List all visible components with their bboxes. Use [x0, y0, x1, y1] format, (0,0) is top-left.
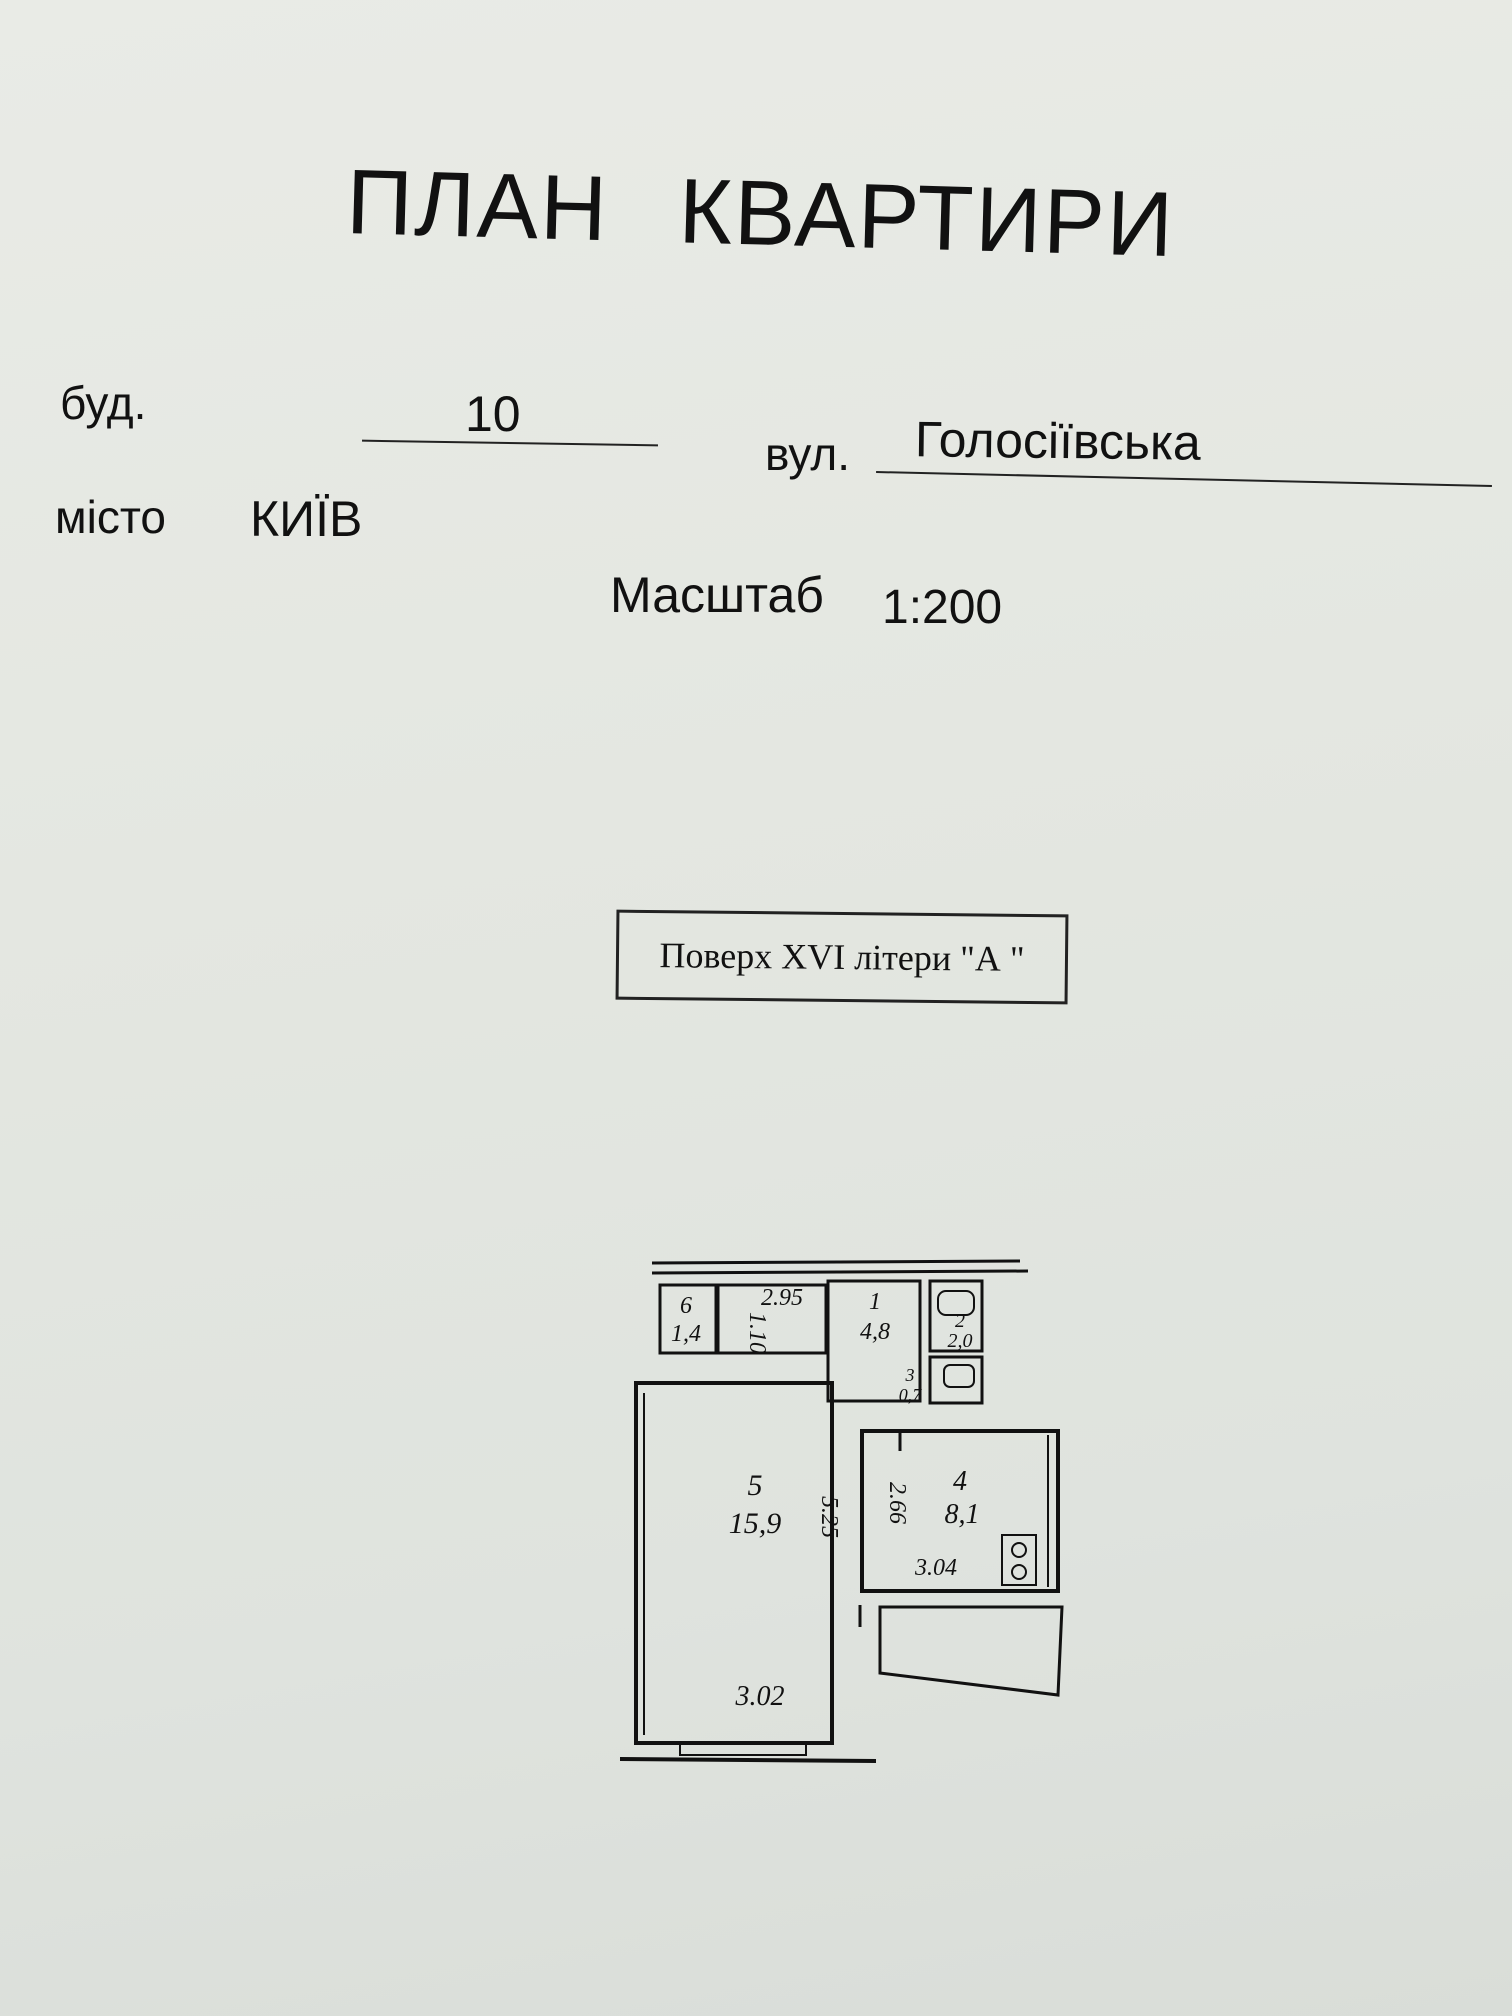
room-5-walls	[634, 1381, 834, 1745]
room-1-number: 1	[869, 1289, 881, 1315]
building-label: буд.	[60, 377, 147, 429]
room-2-walls	[928, 1279, 984, 1353]
corridor-width-dim: 2.95	[761, 1285, 803, 1311]
floor-box: Поверх XVI літери "А "	[615, 909, 1069, 1005]
title-word-apartment: КВАРТИРИ	[677, 160, 1177, 277]
stove-icon	[1001, 1534, 1037, 1586]
window-bottom	[679, 1742, 807, 1756]
plan-wall	[651, 1269, 1029, 1275]
room-6-walls	[658, 1283, 718, 1355]
room-5-number: 5	[748, 1469, 763, 1502]
plan-wall	[619, 1757, 877, 1763]
bathtub-icon	[937, 1290, 975, 1316]
stove-burner-icon	[1011, 1542, 1027, 1558]
scale-label: Масштаб	[610, 567, 824, 623]
room-1-area: 4,8	[860, 1319, 890, 1345]
street-value: Голосіївська	[914, 411, 1202, 471]
street-label: вул.	[765, 428, 851, 480]
plan-wall	[651, 1259, 1021, 1265]
title-word-plan: ПЛАН	[345, 150, 611, 261]
room-3-walls	[928, 1355, 984, 1405]
room-2-area: 2,0	[948, 1330, 973, 1352]
door-mark	[830, 1405, 902, 1627]
room-4-area: 8,1	[945, 1499, 980, 1530]
room-3-area: 0,7	[899, 1385, 923, 1405]
room-5-area: 15,9	[729, 1507, 782, 1540]
room-5-width-dim: 3.02	[735, 1681, 785, 1712]
floor-plan: 6 1,4 2.95 1.10 1 4,8 2 2,0 3 0,7 5 15,9…	[619, 1259, 1064, 1763]
city-label: місто	[55, 491, 166, 543]
building-value: 10	[465, 386, 521, 442]
kitchen-depth-dim: 2.66	[884, 1482, 910, 1524]
room-6-area: 1,4	[671, 1321, 701, 1347]
hall-width-dim: 1.10	[744, 1312, 770, 1354]
scale-value: 1:200	[882, 581, 1003, 634]
room-6-number: 6	[680, 1293, 692, 1319]
sink-icon	[943, 1364, 975, 1388]
room-1-walls	[826, 1279, 922, 1403]
corridor-walls	[716, 1283, 828, 1355]
city-value: КИЇВ	[250, 491, 363, 547]
room-4-walls	[860, 1429, 1060, 1593]
street-underline	[876, 471, 1492, 487]
balcony-walls	[878, 1605, 1064, 1697]
room-2-number: 2	[955, 1310, 965, 1332]
stove-burner-icon	[1011, 1564, 1027, 1580]
room-5-depth-dim: 5.25	[816, 1496, 842, 1538]
page-title: ПЛАН КВАРТИРИ	[345, 150, 1176, 278]
room-3-number: 3	[905, 1365, 915, 1385]
room-4-number: 4	[953, 1466, 967, 1497]
kitchen-width-dim: 3.04	[914, 1555, 957, 1581]
